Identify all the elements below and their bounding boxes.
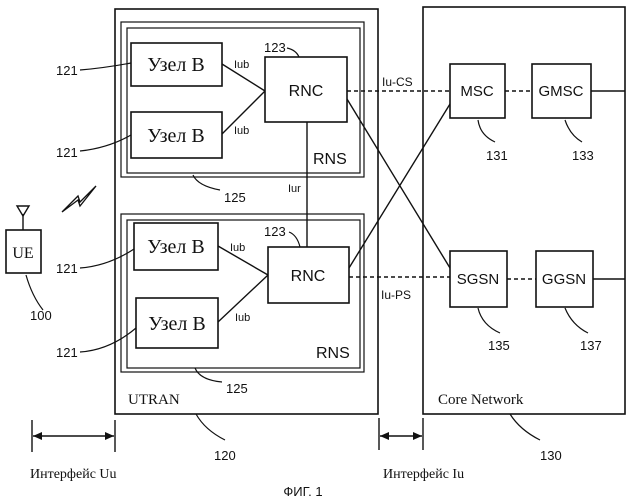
iub-label: Iub	[235, 312, 250, 324]
ue-label: UE	[12, 245, 33, 262]
uu-interface-label: Интерфейс Uu	[30, 467, 117, 482]
ref-msc: 131	[486, 148, 508, 163]
iub-label: Iub	[234, 125, 249, 137]
iu-interface-arrow	[379, 418, 423, 450]
ref-rnc: 123	[264, 224, 286, 239]
node-b-label: Узел B	[148, 313, 206, 335]
core-network-label: Core Network	[438, 392, 524, 408]
node-b-label: Узел B	[147, 125, 205, 147]
rnc-label: RNC	[289, 83, 324, 100]
ref-node-b: 121	[56, 261, 78, 276]
ref-rnc: 123	[264, 40, 286, 55]
figure-caption: ФИГ. 1	[283, 484, 322, 499]
antenna-icon	[17, 206, 29, 230]
leader-line	[287, 48, 299, 57]
leader-line	[510, 414, 540, 440]
ref-ggsn: 137	[580, 338, 602, 353]
iu-ps-label: Iu-PS	[381, 288, 411, 302]
iu-interface-label: Интерфейс Iu	[383, 467, 464, 482]
utran-label: UTRAN	[128, 392, 180, 408]
ref-core: 130	[540, 448, 562, 463]
leader-line	[565, 308, 588, 333]
leader-line	[80, 63, 131, 70]
leader-line	[478, 308, 500, 333]
ref-gmsc: 133	[572, 148, 594, 163]
uu-interface-arrow	[32, 420, 115, 452]
node-b-label: Узел B	[147, 54, 205, 76]
leader-line	[80, 249, 134, 268]
sgsn-label: SGSN	[457, 271, 500, 288]
rns-label: RNS	[316, 345, 350, 362]
ggsn-label: GGSN	[542, 271, 586, 288]
leader-line	[565, 120, 582, 142]
ref-ue: 100	[30, 308, 52, 323]
iub-label: Iub	[234, 59, 249, 71]
leader-line	[478, 120, 495, 142]
ref-utran: 120	[214, 448, 236, 463]
ref-node-b: 121	[56, 145, 78, 160]
gmsc-label: GMSC	[539, 83, 584, 100]
iub-label: Iub	[230, 242, 245, 254]
leader-line	[26, 275, 43, 310]
leader-line	[195, 368, 222, 382]
radio-link-icon	[62, 186, 96, 212]
ref-rns: 125	[224, 190, 246, 205]
node-b-label: Узел B	[147, 236, 205, 258]
ref-node-b: 121	[56, 345, 78, 360]
ref-node-b: 121	[56, 63, 78, 78]
msc-label: MSC	[460, 83, 494, 100]
leader-line	[80, 135, 131, 151]
rnc-label: RNC	[291, 268, 326, 285]
ref-rns: 125	[226, 381, 248, 396]
leader-line	[196, 414, 225, 440]
leader-line	[289, 232, 300, 247]
rns-label: RNS	[313, 151, 347, 168]
rnc-to-sgsn-link	[347, 99, 450, 268]
iu-cs-label: Iu-CS	[382, 75, 413, 89]
ref-sgsn: 135	[488, 338, 510, 353]
iur-label: Iur	[288, 183, 301, 195]
